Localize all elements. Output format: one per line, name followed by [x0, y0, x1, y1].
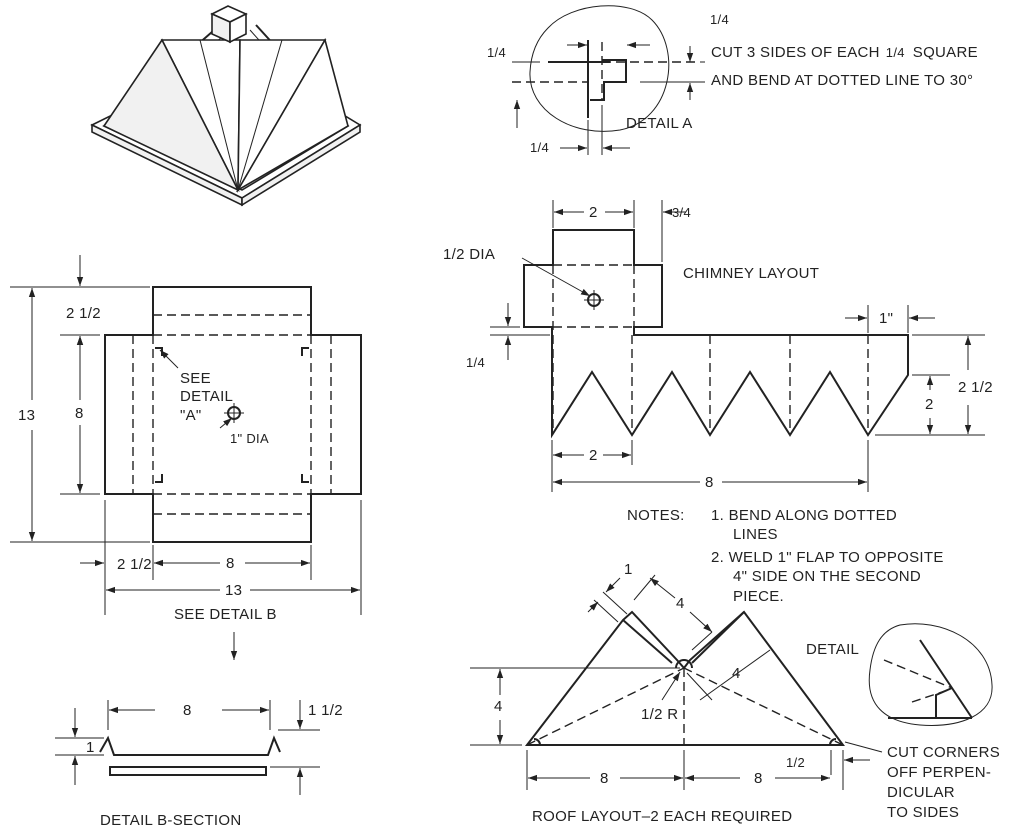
detail-b-dim-1half: 1 1/2 — [308, 702, 343, 719]
note-2-line3: PIECE. — [733, 588, 784, 605]
chimney-dim-2-bottom: 2 — [589, 447, 598, 464]
detail-b-dim-8: 8 — [183, 702, 192, 719]
roof-dim-1: 1 — [624, 561, 633, 578]
notes-label: NOTES: — [627, 507, 685, 524]
cut-corners-line3: DICULAR — [887, 784, 955, 801]
detail-a-line1-suffix: SQUARE — [913, 44, 978, 61]
roof-dim-4-left: 4 — [494, 698, 503, 715]
roof-dim-8-left: 8 — [600, 770, 609, 787]
detail-a-title: DETAIL A — [626, 115, 693, 132]
roof-detail-label: DETAIL — [806, 641, 859, 658]
roof-dim-half: 1/2 — [786, 755, 805, 770]
chimney-dim-8-bottom: 8 — [705, 474, 714, 491]
base-hole-label: 1" DIA — [230, 431, 269, 446]
roof-dim-4-right: 4 — [732, 665, 741, 682]
chimney-dim-2-top: 2 — [589, 204, 598, 221]
base-dim-2half-bottom: 2 1/2 — [117, 556, 152, 573]
base-dim-8-bottom: 8 — [226, 555, 235, 572]
detail-b-dim-1: 1 — [86, 739, 95, 756]
note-1-line1: 1. BEND ALONG DOTTED — [711, 507, 897, 524]
note-2-line2: 4" SIDE ON THE SECOND — [733, 568, 921, 585]
detail-a-dim-left: 1/4 — [487, 45, 506, 60]
base-dim-13-bottom: 13 — [225, 582, 242, 599]
see-detail-line3: "A" — [180, 407, 202, 424]
chimney-dim-2-right: 2 — [925, 396, 934, 413]
chimney-hole-label: 1/2 DIA — [443, 246, 495, 263]
detail-a — [512, 5, 705, 155]
chimney-dim-1in: 1" — [879, 310, 893, 327]
roof-title: ROOF LAYOUT–2 EACH REQUIRED — [532, 808, 792, 825]
base-layout — [10, 255, 362, 660]
detail-b-title: DETAIL B-SECTION — [100, 812, 241, 829]
roof-layout — [470, 574, 993, 790]
base-dim-8-vertical: 8 — [75, 405, 84, 422]
see-detail-b-caption: SEE DETAIL B — [174, 606, 277, 623]
roof-dim-8-right: 8 — [754, 770, 763, 787]
detail-a-note-line1: CUT 3 SIDES OF EACH 1/4 SQUARE — [711, 44, 978, 61]
detail-a-line1-fraction: 1/4 — [886, 45, 905, 60]
chimney-dim-3-4: 3/4 — [672, 205, 691, 220]
see-detail-line2: DETAIL — [180, 388, 233, 405]
cut-corners-line2: OFF PERPEN- — [887, 764, 991, 781]
detail-a-dim-top: 1/4 — [710, 12, 729, 27]
chimney-title: CHIMNEY LAYOUT — [683, 265, 819, 282]
detail-a-note-line2: AND BEND AT DOTTED LINE TO 30° — [711, 72, 973, 89]
see-detail-line1: SEE — [180, 370, 211, 387]
cut-corners-line4: TO SIDES — [887, 804, 959, 821]
detail-a-dim-bottom: 1/4 — [530, 140, 549, 155]
base-dim-13-vertical: 13 — [18, 407, 35, 424]
cut-corners-line1: CUT CORNERS — [887, 744, 1000, 761]
base-dim-2half-top: 2 1/2 — [66, 305, 101, 322]
roof-dim-half-r: 1/2 R — [641, 706, 678, 723]
note-2-line1: 2. WELD 1" FLAP TO OPPOSITE — [711, 549, 944, 566]
chimney-dim-2half-right: 2 1/2 — [958, 379, 993, 396]
chimney-layout — [490, 200, 985, 492]
detail-b-section — [55, 700, 320, 795]
detail-a-line1-prefix: CUT 3 SIDES OF EACH — [711, 44, 880, 61]
note-1-line2: LINES — [733, 526, 778, 543]
chimney-dim-1-4: 1/4 — [466, 355, 485, 370]
isometric-view — [90, 5, 362, 207]
roof-dim-4-top: 4 — [676, 595, 685, 612]
